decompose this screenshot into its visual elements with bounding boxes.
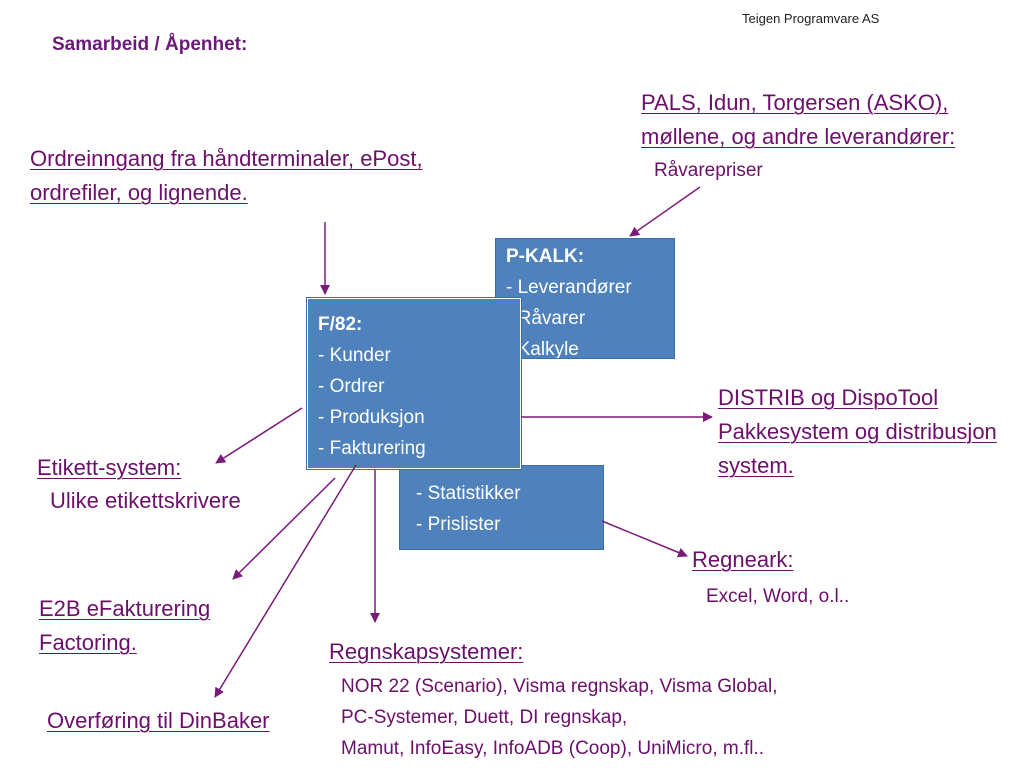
pals-line-1: PALS, Idun, Torgersen (ASKO), — [641, 90, 949, 115]
regnskap-title: Regnskapsystemer: — [329, 639, 524, 664]
arrow-f82-to-dinbaker — [214, 464, 357, 698]
regnskap-line: PC-Systemer, Duett, DI regnskap, — [341, 707, 628, 728]
e2b-line-1: E2B eFakturering — [39, 596, 211, 621]
regnskap-list: NOR 22 (Scenario), Visma regnskap, Visma… — [341, 671, 777, 764]
ordre-line-2: ordrefiler, og lignende. — [30, 180, 248, 205]
distrib-line-3: system. — [718, 453, 794, 478]
regneark-sub: Excel, Word, o.l.. — [706, 586, 850, 607]
slide-title: Samarbeid / Åpenhet: — [52, 34, 248, 55]
stats-item: - Statistikker — [416, 483, 521, 504]
regnskap-line: Mamut, InfoEasy, InfoADB (Coop), UniMicr… — [341, 738, 765, 759]
stats-box: - Statistikker - Prislister — [399, 465, 604, 550]
pkalk-title: P-KALK: — [506, 246, 585, 267]
suppliers-note: PALS, Idun, Torgersen (ASKO), møllene, o… — [641, 86, 955, 154]
pals-line-2: møllene, og andre leverandører: — [641, 124, 956, 149]
company-name: Teigen Programvare AS — [742, 11, 880, 26]
etikett-title: Etikett-system: — [37, 455, 182, 480]
f82-item: - Produksjon — [318, 407, 425, 428]
etikett-sub: Ulike etikettskrivere — [50, 488, 241, 513]
pals-sub: Råvarepriser — [654, 160, 763, 181]
regneark-title: Regneark: — [692, 547, 794, 572]
arrow-stats-to-regneark — [601, 520, 688, 558]
arrow-f82-to-e2b — [232, 477, 336, 580]
pkalk-item: - Leverandører — [506, 277, 632, 298]
f82-item: - Fakturering — [318, 438, 426, 459]
ordre-input-note: Ordreinngang fra håndterminaler, ePost, … — [30, 142, 423, 210]
e2b-line-2: Factoring. — [39, 630, 137, 655]
distrib-note: DISTRIB og DispoTool Pakkesystem og dist… — [718, 381, 997, 483]
arrow-f82-to-etikett — [215, 407, 303, 464]
f82-box: F/82: - Kunder - Ordrer - Produksjon - F… — [306, 297, 522, 470]
f82-title: F/82: — [318, 314, 363, 335]
dinbaker-note: Overføring til DinBaker — [47, 708, 270, 733]
regnskap-line: NOR 22 (Scenario), Visma regnskap, Visma… — [341, 676, 778, 697]
pkalk-box: P-KALK: - Leverandører - Råvarer - Kalky… — [495, 238, 675, 359]
f82-item: - Kunder — [318, 345, 391, 366]
stats-item: - Prislister — [416, 514, 501, 535]
arrow-pals-to-pkalk — [629, 186, 701, 237]
pkalk-item: - Råvarer — [506, 308, 586, 329]
distrib-line-2: Pakkesystem og distribusjon — [718, 419, 997, 444]
distrib-line-1: DISTRIB og DispoTool — [718, 385, 939, 410]
f82-item: - Ordrer — [318, 376, 385, 397]
e2b-note: E2B eFakturering Factoring. — [39, 592, 210, 660]
ordre-line-1: Ordreinngang fra håndterminaler, ePost, — [30, 146, 423, 171]
pkalk-item: - Kalkyle — [506, 339, 579, 359]
